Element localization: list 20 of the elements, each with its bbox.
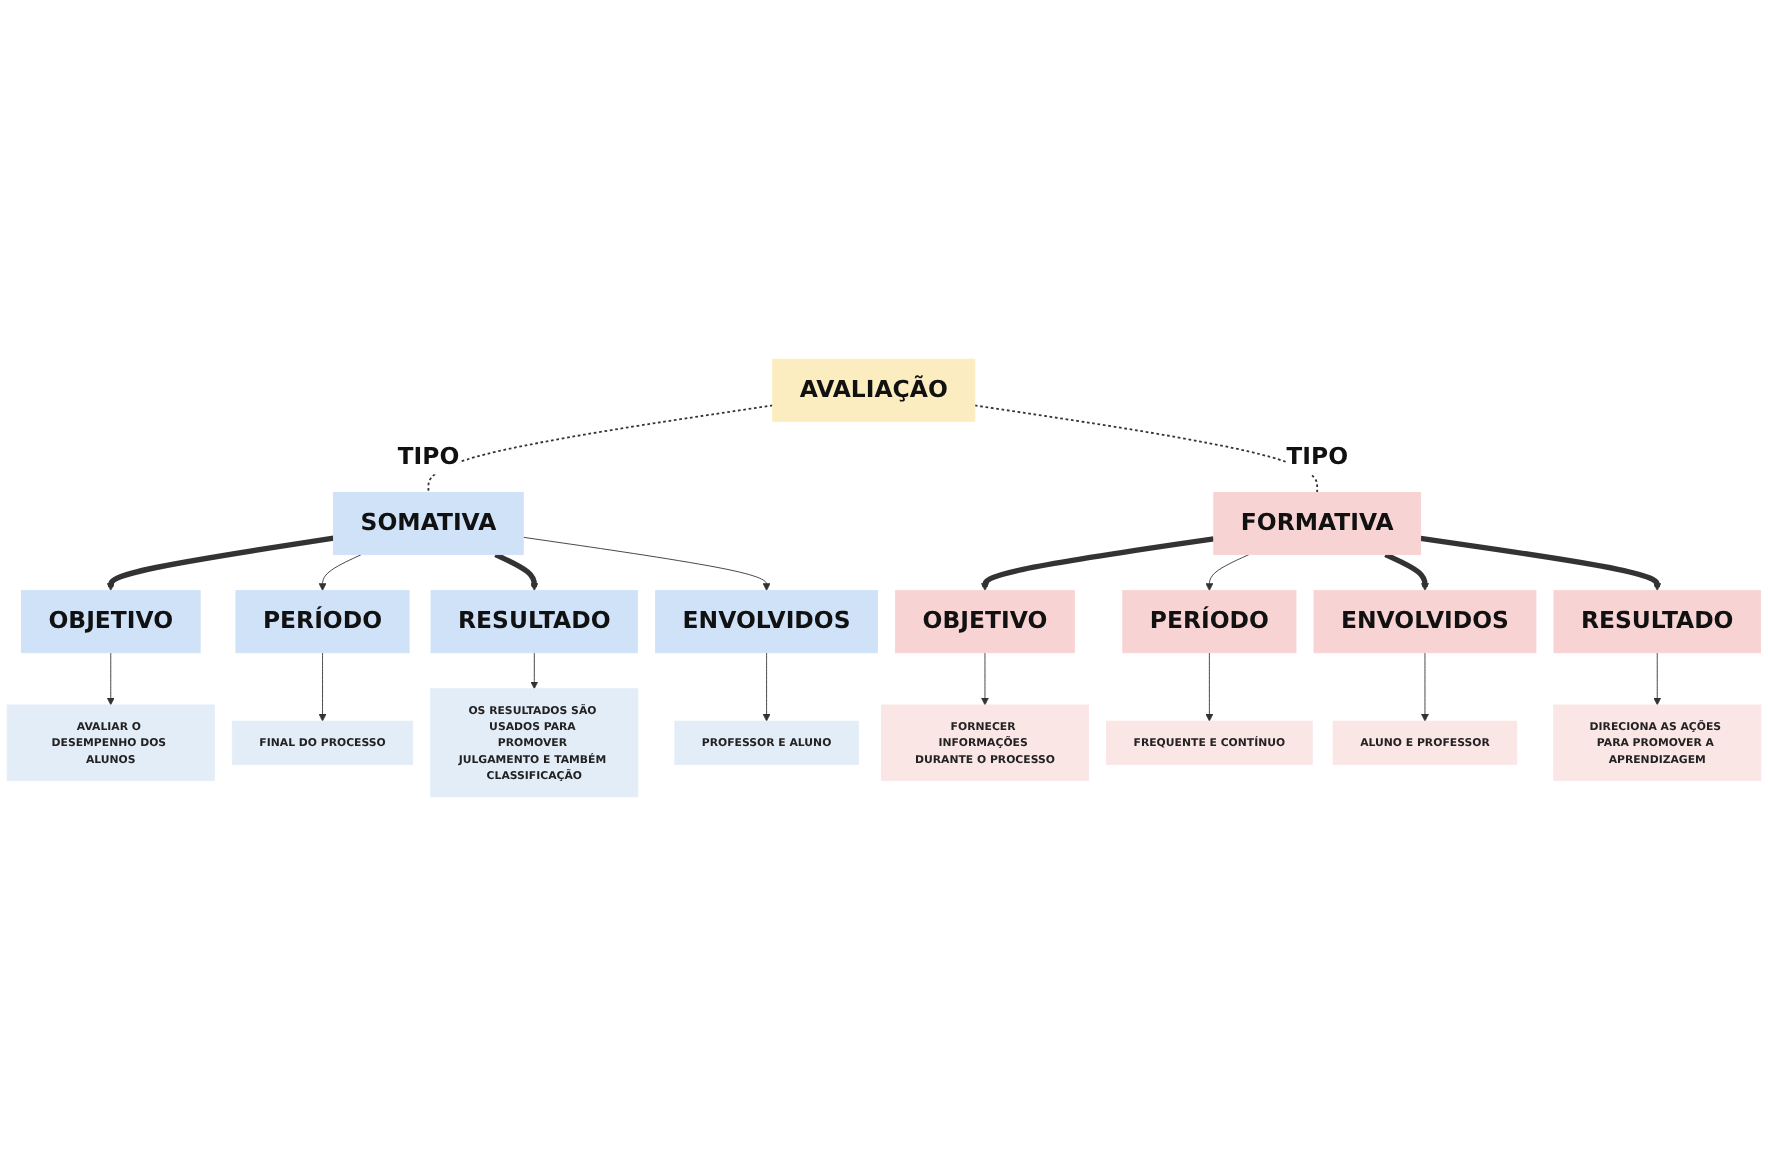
arrow: [981, 536, 1215, 591]
node-box: ENVOLVIDOS: [655, 590, 878, 654]
node-box: RESULTADO: [430, 590, 639, 654]
node-box: SOMATIVA: [333, 492, 524, 556]
arrow: [106, 535, 334, 591]
node-box: RESULTADO: [1553, 590, 1761, 654]
edge-label: TIPO: [397, 442, 460, 470]
edge-label: TIPO: [1286, 442, 1349, 470]
connector: [973, 404, 1319, 494]
arrow: [1420, 535, 1662, 591]
node-box: PERÍODO: [1122, 590, 1297, 654]
connector: [427, 404, 774, 494]
arrow: [1384, 552, 1429, 591]
node-box: OBJETIVO: [895, 590, 1075, 654]
node-box: PERÍODO: [235, 590, 410, 654]
node-box: AVALIAÇÃO: [772, 358, 976, 422]
node-box: OBJETIVO: [20, 590, 201, 654]
arrow: [494, 552, 539, 591]
node-box: FORMATIVA: [1213, 492, 1422, 556]
node-box: ENVOLVIDOS: [1313, 590, 1537, 654]
